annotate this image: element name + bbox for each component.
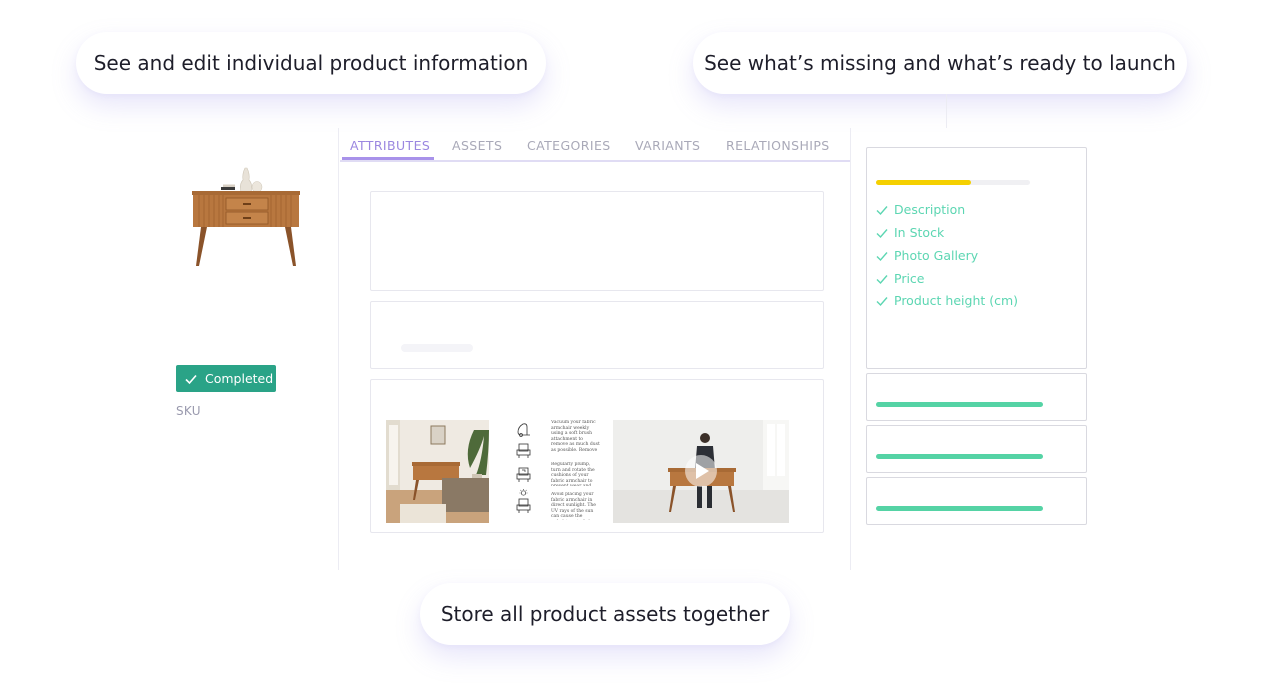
armchair-icon <box>516 443 531 458</box>
completeness-card-2 <box>866 373 1087 421</box>
status-badge-label: Completed <box>205 371 274 386</box>
placeholder-line <box>401 344 473 352</box>
check-icon <box>876 205 888 215</box>
check-icon <box>876 228 888 238</box>
check-icon <box>185 374 197 384</box>
care-text-1: Vacuum your fabric armchair weekly using… <box>551 420 600 452</box>
room-photo[interactable] <box>386 420 489 523</box>
callout-store-assets: Store all product assets together <box>420 583 790 645</box>
care-text-2: Regularly plump, turn and rotate the cus… <box>551 462 595 486</box>
completeness-panel: Description In Stock Photo Gallery Price… <box>866 147 1087 369</box>
play-icon[interactable] <box>685 455 717 487</box>
checklist-item-in-stock: In Stock <box>876 225 944 240</box>
checklist-item-price: Price <box>876 271 925 286</box>
callout-connector <box>946 94 947 128</box>
check-icon <box>876 274 888 284</box>
checklist-item-photo-gallery: Photo Gallery <box>876 248 978 263</box>
completeness-bar <box>876 402 1043 407</box>
care-text-3: Avoid placing your fabric armchair in di… <box>551 492 596 520</box>
tab-relationships[interactable]: RELATIONSHIPS <box>726 138 830 153</box>
sku-label: SKU <box>176 404 201 418</box>
tab-bar: ATTRIBUTES ASSETS CATEGORIES VARIANTS RE… <box>340 128 850 162</box>
main-divider-right <box>850 128 851 570</box>
callout-missing-ready: See what’s missing and what’s ready to l… <box>693 32 1187 94</box>
checklist-item-description: Description <box>876 202 965 217</box>
completeness-card-4 <box>866 477 1087 525</box>
completeness-progress-bar <box>876 180 1030 185</box>
tab-assets[interactable]: ASSETS <box>452 138 503 153</box>
attribute-card-1 <box>370 191 824 291</box>
completeness-bar <box>876 454 1043 459</box>
completeness-card-3 <box>866 425 1087 473</box>
completeness-bar <box>876 506 1043 511</box>
vacuum-icon <box>517 423 530 437</box>
tab-attributes[interactable]: ATTRIBUTES <box>350 138 431 153</box>
callout-edit-info: See and edit individual product informat… <box>76 32 546 94</box>
tab-variants[interactable]: VARIANTS <box>635 138 701 153</box>
attribute-card-2 <box>370 301 824 369</box>
product-image <box>192 167 300 266</box>
product-video-thumbnail[interactable] <box>613 420 789 523</box>
sunlight-icon <box>516 489 531 513</box>
active-tab-indicator <box>342 157 434 160</box>
checklist-item-product-height: Product height (cm) <box>876 293 1018 308</box>
check-icon <box>876 296 888 306</box>
main-divider-left <box>338 128 339 570</box>
care-instructions-doc[interactable]: Vacuum your fabric armchair weekly using… <box>511 420 603 523</box>
completeness-progress-fill <box>876 180 972 185</box>
status-badge: Completed <box>176 365 276 392</box>
check-icon <box>876 251 888 261</box>
rotate-cushion-icon <box>516 467 531 482</box>
assets-card: Vacuum your fabric armchair weekly using… <box>370 379 824 533</box>
tab-categories[interactable]: CATEGORIES <box>527 138 611 153</box>
